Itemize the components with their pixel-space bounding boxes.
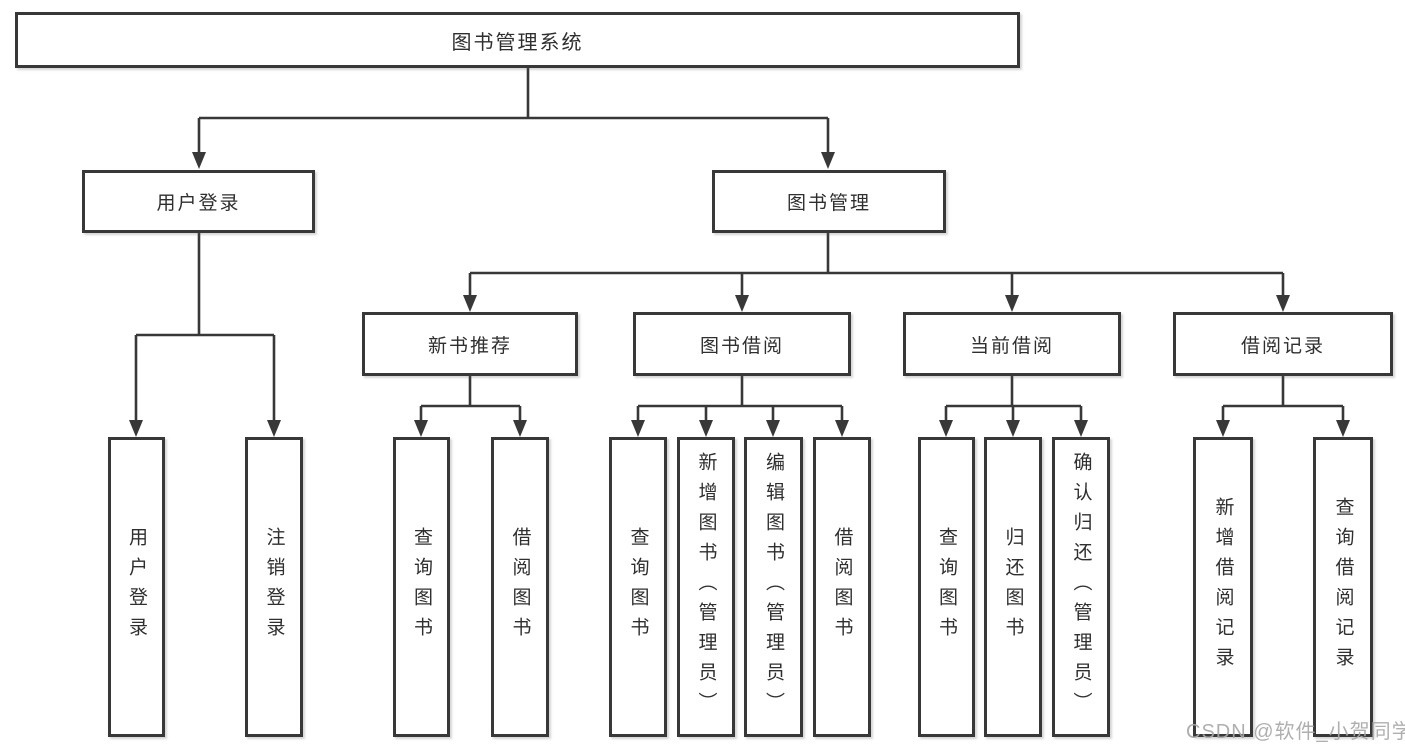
leaf-nb-borrow-books: 借阅图书: [491, 437, 549, 737]
node-current-borrowing: 当前借阅: [903, 312, 1121, 376]
leaf-bb-query-books: 查询图书: [609, 437, 667, 737]
leaf-logout: 注销登录: [245, 437, 303, 737]
node-borrowing-records: 借阅记录: [1173, 312, 1393, 376]
node-new-book-recommend: 新书推荐: [362, 312, 578, 376]
leaf-cb-return-books: 归还图书: [984, 437, 1042, 737]
leaf-bb-edit-books-admin: 编辑图书（管理员）: [744, 437, 803, 737]
leaf-nb-query-books: 查询图书: [393, 437, 450, 737]
leaf-bb-borrow-books: 借阅图书: [813, 437, 871, 737]
leaf-br-query-record: 查询借阅记录: [1313, 437, 1373, 737]
node-user-login: 用户登录: [82, 170, 315, 233]
node-book-borrowing: 图书借阅: [633, 312, 851, 376]
node-root: 图书管理系统: [15, 12, 1020, 68]
arrowheads: [129, 152, 1350, 437]
leaf-cb-confirm-return-admin: 确认归还（管理员）: [1052, 437, 1110, 737]
leaf-bb-add-books-admin: 新增图书（管理员）: [677, 437, 735, 737]
csdn-watermark: CSDN @软件_小贺同学: [1186, 721, 1405, 743]
leaf-user-login: 用户登录: [108, 437, 165, 737]
node-book-management: 图书管理: [712, 170, 946, 233]
leaf-br-add-record: 新增借阅记录: [1193, 437, 1253, 737]
leaf-cb-query-books: 查询图书: [918, 437, 975, 737]
